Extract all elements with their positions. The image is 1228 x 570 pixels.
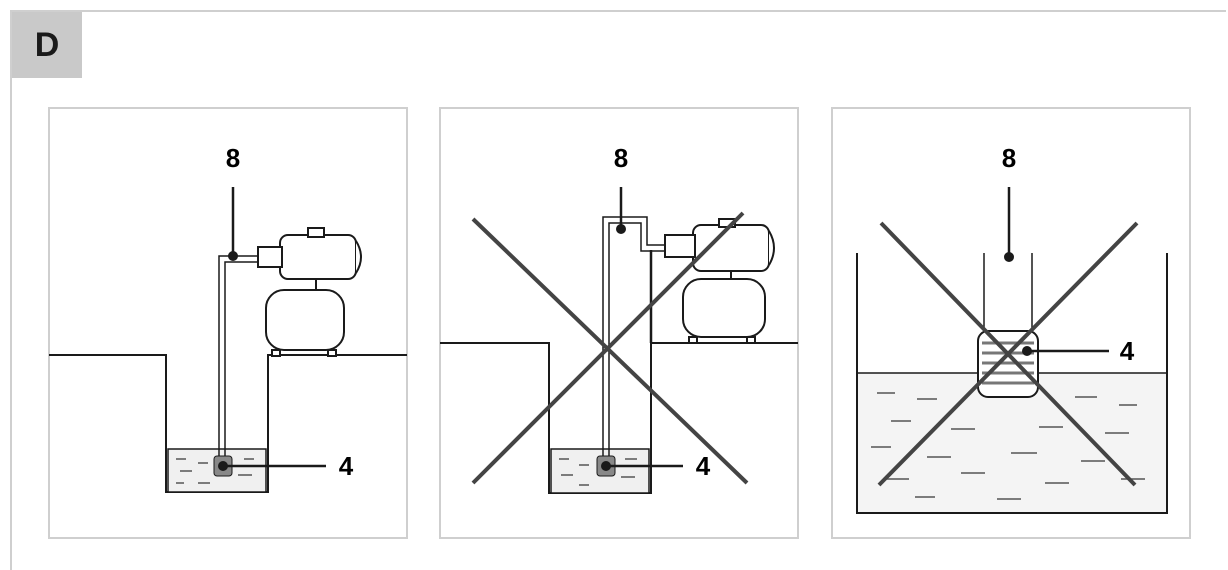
water-ripples — [559, 458, 637, 486]
tank-outline — [856, 253, 1168, 514]
suction-pipe — [602, 216, 667, 459]
part-label-8: 8 — [1002, 143, 1016, 173]
panel-correct-installation: 8 4 — [48, 107, 408, 539]
part-label-8: 8 — [226, 143, 240, 173]
cross-mark-icon — [877, 221, 1139, 487]
panel-3-illustration: 8 4 — [831, 107, 1191, 539]
pump-unit-icon — [664, 218, 775, 344]
panel-2-illustration: 8 4 — [439, 107, 799, 539]
part-label-4: 4 — [696, 451, 711, 481]
part-label-4: 4 — [339, 451, 354, 481]
part-label-4: 4 — [1120, 336, 1135, 366]
panel-incorrect-strainer-above-water: 8 4 — [831, 107, 1191, 539]
section-tag: D — [12, 12, 82, 78]
suction-pipe — [218, 255, 258, 459]
panel-incorrect-high-suction: 8 4 — [439, 107, 799, 539]
water-ripples — [176, 458, 254, 484]
panel-1-illustration: 8 4 — [48, 107, 408, 539]
strainer-icon — [977, 330, 1039, 398]
figure-frame — [10, 10, 1226, 570]
cross-mark-icon — [471, 211, 749, 485]
part-label-8: 8 — [614, 143, 628, 173]
pump-unit-icon — [257, 227, 362, 357]
water-ripples — [871, 392, 1145, 500]
